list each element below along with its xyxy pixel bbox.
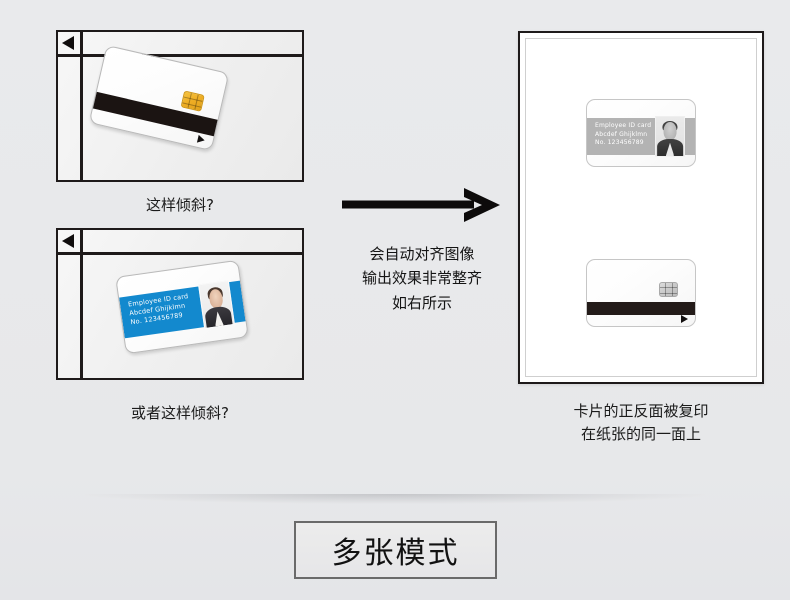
- output-id-card: Employee ID card Abcdef Ghijklmn No. 123…: [586, 99, 696, 167]
- paper-inner-edge: [525, 38, 757, 377]
- person-photo-icon: [655, 116, 685, 157]
- section-divider: [85, 494, 705, 504]
- magnetic-stripe: [587, 302, 695, 315]
- mode-label-box[interactable]: 多张模式: [294, 521, 497, 579]
- chip-icon: [180, 90, 205, 112]
- id-line-name: Abcdef Ghijklmn: [595, 130, 648, 138]
- scan-panel-bottom: Employee ID card Abcdef Ghijklmn No. 123…: [56, 228, 304, 380]
- triangle-left-icon: [62, 36, 74, 50]
- caption-panel-top: 这样倾斜?: [146, 196, 214, 214]
- play-arrow-icon: [196, 134, 206, 145]
- mode-label: 多张模式: [331, 536, 460, 571]
- platen-horizontal-rule: [58, 54, 302, 57]
- scan-panel-top: [56, 30, 304, 182]
- arrow-right-icon: [342, 188, 502, 222]
- center-explanation: 会自动对齐图像 输出效果非常整齐 如右所示: [322, 242, 522, 315]
- person-photo-icon: [198, 280, 235, 330]
- platen-horizontal-rule: [58, 252, 302, 255]
- platen-vertical-rule: [80, 230, 83, 378]
- id-line-number: No. 123456789: [595, 139, 644, 147]
- center-line-1: 会自动对齐图像: [369, 245, 475, 263]
- output-stripe-card: [586, 259, 696, 327]
- output-page: Employee ID card Abcdef Ghijklmn No. 123…: [518, 31, 764, 384]
- center-line-2: 输出效果非常整齐: [361, 269, 482, 288]
- play-arrow-icon: [681, 315, 688, 323]
- triangle-left-icon: [62, 234, 74, 248]
- chip-icon: [659, 282, 678, 297]
- caption-output-page: 卡片的正反面被复印 在纸张的同一面上: [573, 402, 709, 444]
- center-line-3: 如右所示: [391, 293, 452, 312]
- caption-panel-bottom: 或者这样倾斜?: [131, 404, 229, 422]
- id-line-title: Employee ID card: [595, 122, 652, 129]
- platen-vertical-rule: [80, 32, 83, 180]
